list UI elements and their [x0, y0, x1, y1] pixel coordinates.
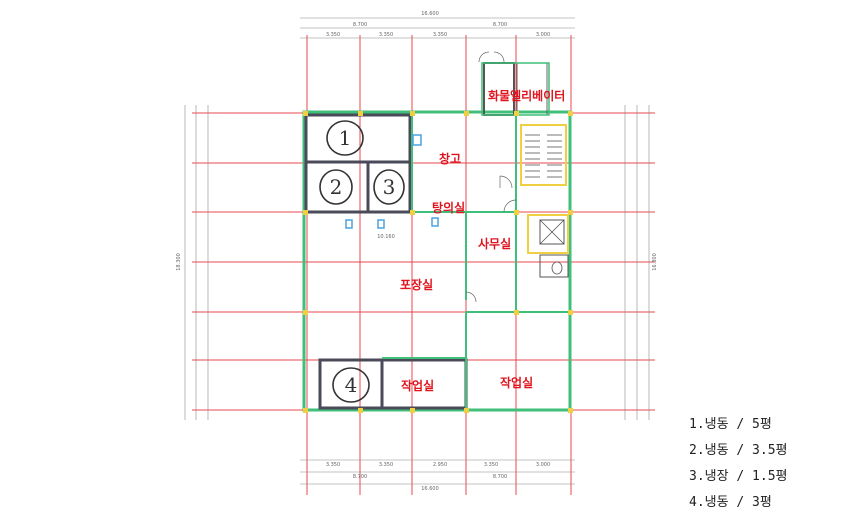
dim-bottom-total: 16.600: [421, 486, 439, 492]
dimension-lines: [184, 17, 650, 485]
storage-mark-digit: 1: [339, 126, 352, 150]
interior-walls: [382, 113, 571, 410]
dim-bottom-sub: 8.700: [353, 474, 367, 480]
blue-markers: [345, 134, 439, 229]
dim-bottom-sub: 8.700: [493, 474, 507, 480]
dim-bottom-part: 3.350: [484, 462, 498, 468]
dim-top-sub: 8.700: [493, 22, 507, 28]
column-markers: [303, 111, 573, 413]
room-label-work-right: 작업실: [500, 376, 534, 390]
dim-top-part: 3.350: [326, 32, 340, 38]
service-core: [527, 214, 569, 278]
room-label-work-left: 작업실: [401, 379, 435, 393]
dim-bottom-part: 2.950: [433, 462, 447, 468]
storage-mark-digit: 3: [383, 175, 396, 199]
dim-top-part: 3.350: [433, 32, 447, 38]
room-label-warehouse: 창고: [439, 152, 462, 166]
storage-mark-digit: 2: [330, 175, 343, 199]
staircase: [520, 124, 567, 186]
dim-top-sub: 8.700: [353, 22, 367, 28]
storage-mark-digit: 4: [345, 373, 358, 397]
room-label-lab: 탕의실: [432, 201, 466, 215]
room-label-office: 사무실: [478, 237, 512, 251]
axis-lines-horizontal: [192, 112, 655, 411]
legend-item: 3.냉장 / 1.5평: [689, 469, 788, 484]
storage-mark-digits: 1 2 3 4: [330, 126, 396, 397]
axis-lines-vertical: [306, 35, 572, 495]
legend-item: 2.냉동 / 3.5평: [689, 443, 788, 458]
dim-bottom-part: 3.350: [379, 462, 393, 468]
dim-top-part: 3.350: [379, 32, 393, 38]
storage-mark-2: [319, 169, 353, 205]
storage-mark-1: [326, 120, 364, 156]
storage-legend: 1.냉동 / 5평 2.냉동 / 3.5평 3.냉장 / 1.5평 4.냉동 /…: [689, 412, 829, 516]
storage-mark-3: [373, 169, 405, 205]
dim-inner: 10.160: [377, 234, 395, 240]
storage-marks: [319, 120, 405, 403]
doors: [465, 51, 517, 303]
dim-top-total: 16.600: [421, 11, 439, 17]
dim-top-part: 3.000: [536, 32, 550, 38]
dim-right-total: 16.800: [652, 253, 658, 271]
legend-item: 1.냉동 / 5평: [689, 417, 772, 432]
dimension-texts: 16.600 8.700 8.700 3.350 3.350 3.350 3.0…: [176, 11, 658, 492]
dim-left-total: 18.300: [176, 253, 182, 271]
room-label-packing: 포장실: [400, 278, 434, 292]
legend-item: 4.냉동 / 3평: [689, 495, 772, 510]
storage-mark-4: [332, 367, 370, 403]
dim-bottom-part: 3.000: [536, 462, 550, 468]
outer-wall: [302, 110, 572, 412]
dim-bottom-part: 3.350: [326, 462, 340, 468]
room-label-freight-elevator: 화물엘리베이터: [488, 89, 566, 103]
